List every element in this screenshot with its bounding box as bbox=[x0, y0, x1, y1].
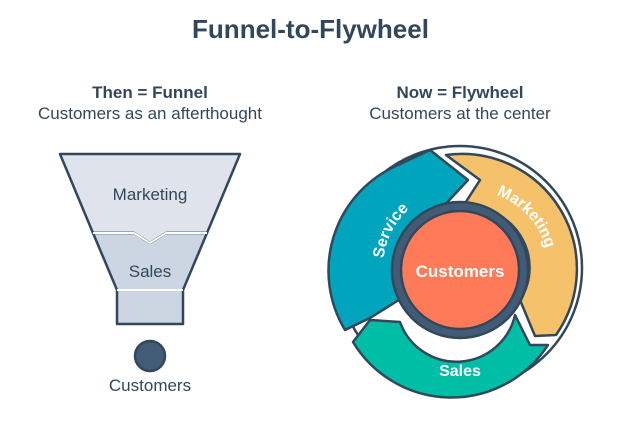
flywheel-heading-title: Now = Flywheel bbox=[396, 83, 524, 102]
flywheel-heading: Now = Flywheel Customers at the center bbox=[310, 82, 610, 124]
funnel-output-customers: Customers bbox=[109, 376, 191, 395]
funnel-heading-subtitle: Customers as an afterthought bbox=[38, 104, 262, 123]
flywheel-label-sales: Sales bbox=[439, 363, 481, 380]
funnel-stage-sales: Sales bbox=[129, 262, 172, 281]
customer-dot bbox=[133, 339, 167, 373]
flywheel-center-customers: Customers bbox=[416, 262, 505, 281]
flywheel-heading-subtitle: Customers at the center bbox=[369, 104, 551, 123]
flywheel-segment-sales bbox=[351, 313, 550, 399]
funnel-diagram: Marketing Sales Customers bbox=[58, 152, 242, 395]
flywheel-diagram: Customers Service Marketing Sales bbox=[327, 144, 584, 399]
flywheel-center-hub bbox=[399, 209, 521, 331]
page-title: Funnel-to-Flywheel bbox=[192, 14, 429, 44]
funnel-divider-notch bbox=[93, 232, 207, 245]
funnel-heading: Then = Funnel Customers as an afterthoug… bbox=[0, 82, 300, 124]
funnel-stage-marketing: Marketing bbox=[113, 185, 188, 204]
funnel-heading-title: Then = Funnel bbox=[92, 83, 208, 102]
